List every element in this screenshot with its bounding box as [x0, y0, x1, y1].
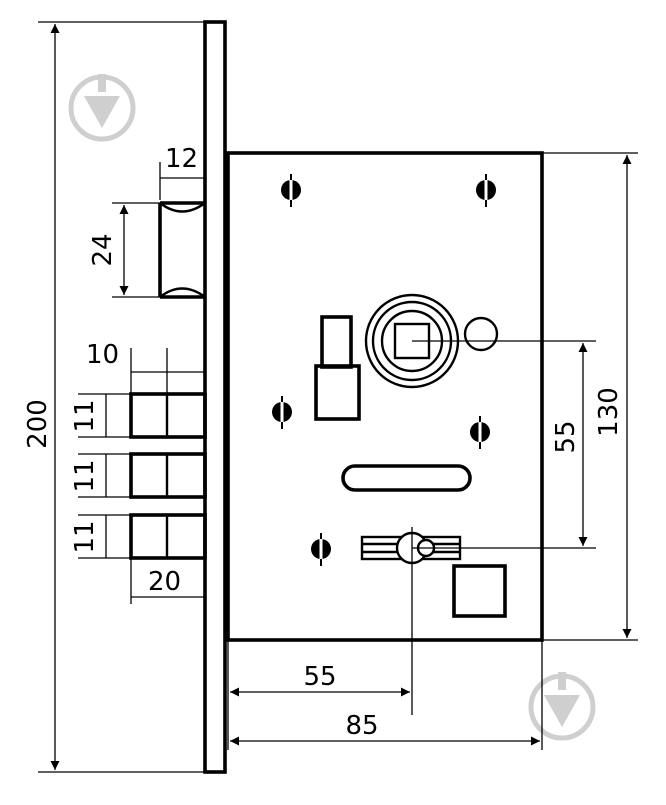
dim-latch-projection: 12	[159, 144, 205, 200]
label-latch-projection: 12	[165, 144, 198, 174]
dim-body-depth: 85	[230, 640, 543, 750]
dim-latch-height: 24	[88, 202, 160, 298]
label-spindle-to-key: 55	[551, 420, 581, 453]
label-latch-height: 24	[88, 233, 118, 266]
dim-faceplate-height: 200	[23, 21, 205, 773]
label-deadbolt-height-1: 11	[70, 399, 100, 432]
screw-hole-middle-right	[470, 416, 490, 449]
dim-deadbolt-width: 20	[130, 558, 205, 604]
label-body-depth: 85	[345, 711, 378, 741]
label-deadbolt-projection: 10	[86, 340, 119, 370]
small-round-hole	[463, 316, 499, 352]
screw-holes	[272, 174, 496, 566]
label-faceplate-height: 200	[23, 399, 53, 449]
dim-deadbolt-projection: 10	[86, 340, 205, 394]
watermark-logo-bottom	[528, 672, 596, 741]
label-backset: 55	[303, 662, 336, 692]
label-deadbolt-width: 20	[148, 567, 181, 597]
faceplate	[203, 20, 227, 774]
screw-hole-top-left	[281, 174, 301, 207]
lock-body	[226, 151, 544, 642]
latch-bolt	[158, 201, 206, 299]
watermark-logo-top	[68, 74, 136, 142]
lever-stem	[320, 315, 353, 369]
dim-spindle-to-key: 55	[412, 340, 596, 549]
guide-slot	[341, 464, 472, 492]
screw-hole-bottom-left	[311, 533, 331, 566]
screw-hole-middle-left	[272, 396, 292, 429]
label-deadbolt-height-3: 11	[70, 520, 100, 553]
dim-deadbolt-heights: 11 11 11	[70, 393, 131, 559]
label-body-height: 130	[594, 387, 624, 437]
lever-block	[314, 364, 361, 421]
dim-body-height: 130	[542, 152, 638, 641]
label-deadbolt-height-2: 11	[70, 459, 100, 492]
screw-hole-top-right	[476, 174, 496, 207]
bottom-square-block	[452, 564, 507, 618]
deadbolt-stack	[129, 392, 207, 560]
dim-backset: 55	[227, 527, 413, 750]
